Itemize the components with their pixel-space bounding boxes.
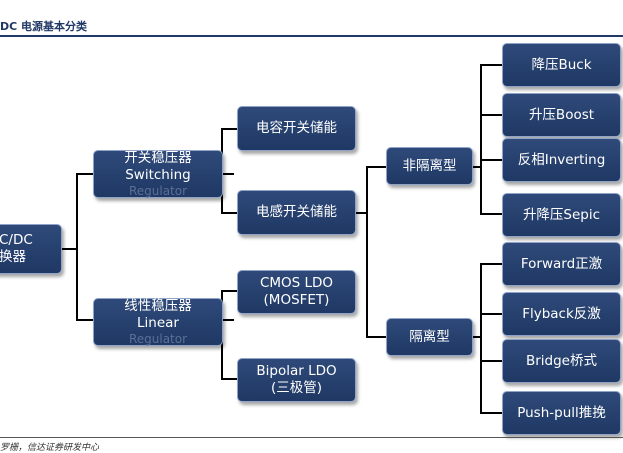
node-label: CMOS LDO <box>259 275 334 291</box>
node-capacitor-switching: 电容开关储能 <box>237 106 356 151</box>
node-isolated: 隔离型 <box>386 318 473 356</box>
node-label: Flyback反激 <box>522 305 601 322</box>
node-label: 降压Buck <box>531 56 592 73</box>
node-label: Regulator <box>128 331 188 346</box>
node-label: Bipolar LDO <box>256 363 337 379</box>
title-divider <box>0 35 623 37</box>
diagram-title: DC 电源基本分类 <box>0 20 88 33</box>
connector <box>480 213 502 215</box>
node-label: Bridge桥式 <box>525 352 597 369</box>
node-inverting: 反相Inverting <box>502 138 621 182</box>
connector <box>76 173 78 321</box>
connector <box>221 378 237 380</box>
node-label: 电容开关储能 <box>256 120 337 136</box>
node-label: 线性稳压器 <box>124 297 192 314</box>
connector <box>480 159 502 161</box>
connector <box>480 263 482 414</box>
connector <box>62 248 77 250</box>
connector <box>221 128 237 130</box>
node-cmos-ldo: CMOS LDO (MOSFET) <box>237 270 356 314</box>
node-label: 隔离型 <box>409 328 450 345</box>
node-inductor-switching: 电感开关储能 <box>237 190 356 235</box>
connector <box>221 290 237 292</box>
connector <box>473 336 482 338</box>
node-buck: 降压Buck <box>502 43 621 87</box>
connector <box>473 166 482 168</box>
connector <box>480 313 502 315</box>
source-note: 罗栅，信达证券研发中心 <box>0 443 100 453</box>
node-label: C/DC <box>0 232 33 248</box>
node-label: 非隔离型 <box>402 157 457 174</box>
node-bipolar-ldo: Bipolar LDO (三极管) <box>237 358 356 402</box>
connector <box>76 319 93 321</box>
node-label: Linear <box>137 314 179 331</box>
connector <box>366 336 386 338</box>
connector <box>221 212 237 214</box>
connector <box>356 212 368 214</box>
node-label: Push-pull推挽 <box>517 404 606 421</box>
connector <box>366 166 386 168</box>
connector <box>480 114 502 116</box>
connector <box>480 263 502 265</box>
node-label: Switching <box>125 166 191 183</box>
node-label: 升降压Sepic <box>522 206 601 223</box>
node-sepic: 升降压Sepic <box>502 193 621 237</box>
footer-divider <box>0 437 623 438</box>
connector <box>366 166 368 338</box>
connector <box>480 64 502 66</box>
node-label: 升压Boost <box>528 106 595 123</box>
node-bridge: Bridge桥式 <box>502 339 621 383</box>
connector <box>223 173 234 175</box>
node-push-pull: Push-pull推挽 <box>502 391 621 435</box>
connector <box>480 64 482 215</box>
connector <box>480 360 502 362</box>
node-label: 电感开关储能 <box>256 204 337 220</box>
node-switching-regulator: 开关稳压器 Switching Regulator <box>93 150 223 198</box>
node-label: 开关稳压器 <box>124 149 192 166</box>
node-boost: 升压Boost <box>502 93 621 137</box>
node-label: Regulator <box>128 183 188 198</box>
connector <box>76 173 93 175</box>
connector <box>223 319 234 321</box>
node-label: (MOSFET) <box>263 292 330 308</box>
node-non-isolated: 非隔离型 <box>386 147 473 185</box>
node-forward: Forward正激 <box>502 242 621 286</box>
node-label: Forward正激 <box>520 255 603 272</box>
node-flyback: Flyback反激 <box>502 292 621 336</box>
node-linear-regulator: 线性稳压器 Linear Regulator <box>93 298 223 346</box>
node-label: 反相Inverting <box>517 151 606 168</box>
node-label: 换器 <box>0 249 26 265</box>
node-dcdc-converter: C/DC 换器 <box>0 224 62 274</box>
connector <box>480 412 502 414</box>
node-label: (三极管) <box>270 380 323 396</box>
